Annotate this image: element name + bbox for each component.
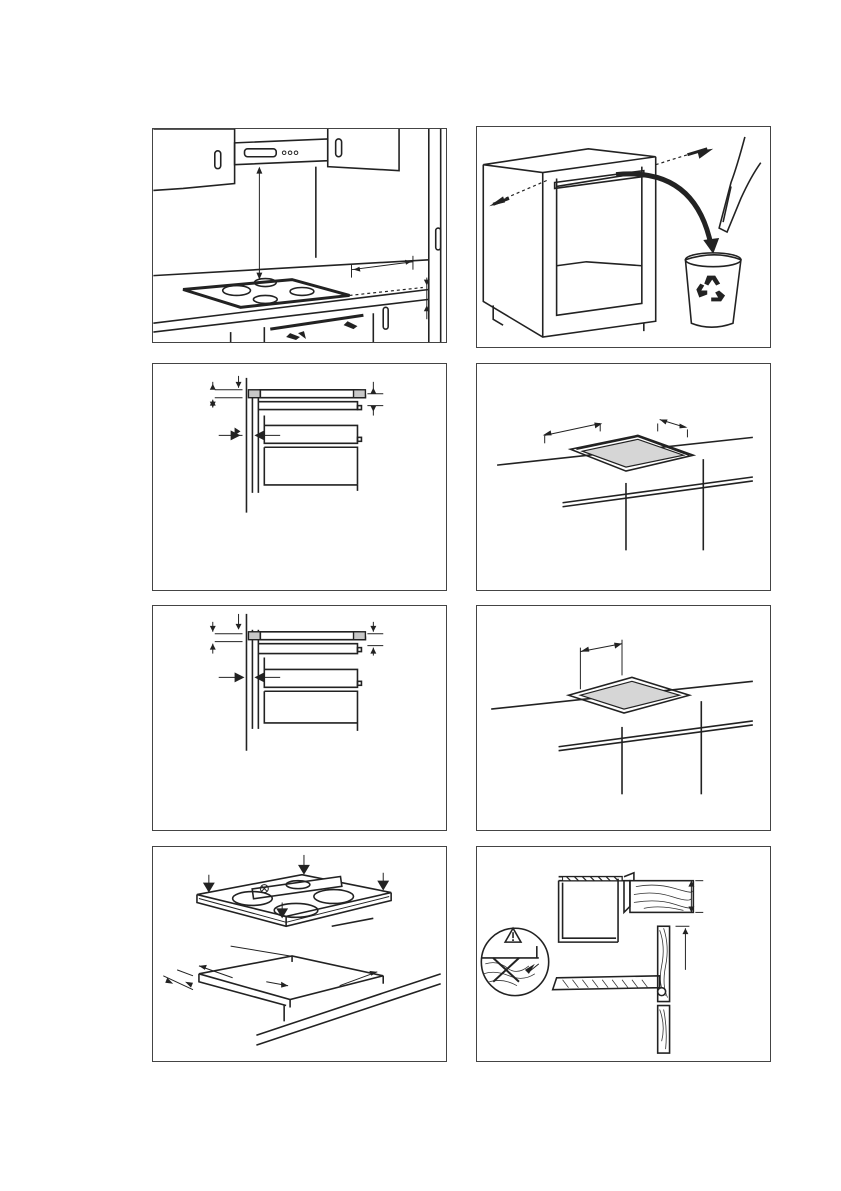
section-diagram-1: [153, 364, 446, 590]
fig-hob-installation: [152, 846, 447, 1062]
section-diagram-2: [153, 606, 446, 830]
fig-cutout-dimensions-1: [476, 363, 771, 591]
fig-remove-cabinet-rail: [476, 126, 771, 348]
cutout-diagram-2: [477, 606, 770, 830]
recycle-icon: [696, 276, 725, 302]
fig-seal-detail: [476, 846, 771, 1062]
fig-side-section-oven-1: [152, 363, 447, 591]
seal-detail-diagram: [477, 847, 770, 1061]
fig-kitchen-cabinet-clearance: [152, 128, 447, 343]
cutout-diagram-1: [477, 364, 770, 590]
fig-side-section-oven-2: [152, 605, 447, 831]
cabinet-recycle-diagram: [477, 127, 770, 347]
hob-install-diagram: [153, 847, 446, 1061]
kitchen-hob-diagram: [153, 129, 446, 342]
fig-cutout-dimensions-2: [476, 605, 771, 831]
